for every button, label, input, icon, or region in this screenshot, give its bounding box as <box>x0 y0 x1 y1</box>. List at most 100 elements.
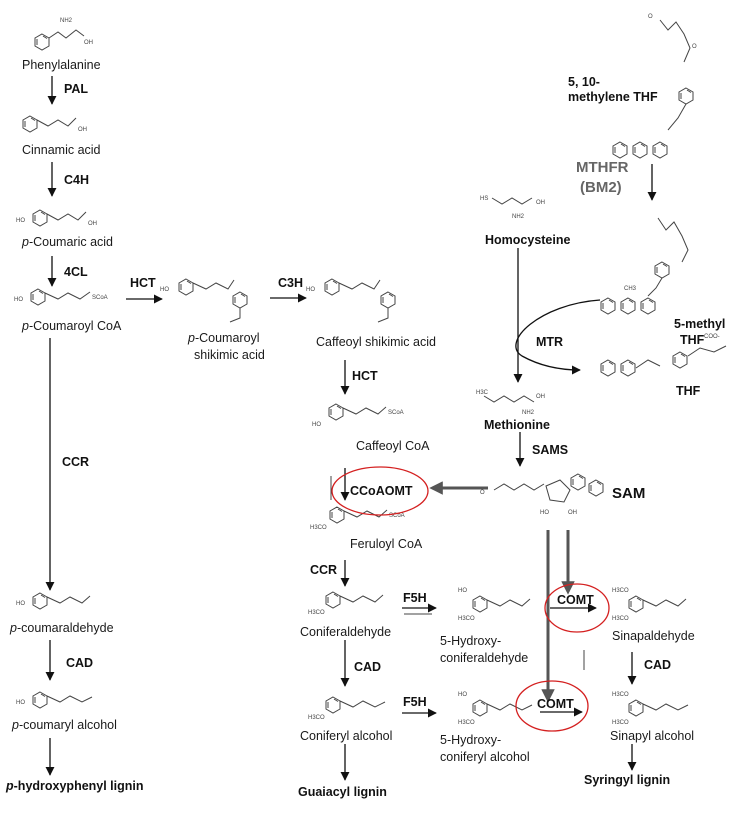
svg-text:SCoA: SCoA <box>92 295 108 301</box>
svg-text:HO: HO <box>458 692 467 698</box>
label-p-coumaryl-alcohol: p-coumaryl alcohol <box>11 718 117 732</box>
svg-text:OH: OH <box>88 221 97 227</box>
structure-feruloyl-coa: H3CO SCoA <box>310 506 405 531</box>
label-sinapyl-alcohol: Sinapyl alcohol <box>610 729 694 743</box>
label-p-coumaric-acid: p-Coumaric acid <box>21 235 113 249</box>
svg-text:H3CO: H3CO <box>458 616 475 622</box>
enzyme-4cl: 4CL <box>64 265 88 279</box>
structure-5-methyl-thf: CH3 <box>600 217 689 315</box>
enzyme-c4h: C4H <box>64 173 89 187</box>
svg-text:O: O <box>648 14 653 20</box>
enzyme-comt-1: COMT <box>557 593 594 607</box>
enzyme-ccr-2: CCR <box>310 563 337 577</box>
label-sinapaldehyde: Sinapaldehyde <box>612 629 695 643</box>
svg-text:O: O <box>480 490 485 496</box>
structure-hydroxy-coniferyl-alcohol: HO H3CO <box>458 692 533 726</box>
ccoaomt-highlight-ellipse <box>331 466 429 516</box>
enzyme-mthfr-bm2: (BM2) <box>580 179 622 196</box>
structure-phenylalanine: NH2 OH <box>34 18 93 51</box>
svg-text:H3CO: H3CO <box>612 692 629 698</box>
svg-text:SCoA: SCoA <box>388 410 404 416</box>
svg-text:HO: HO <box>540 510 549 516</box>
structure-p-coumaroyl-coa: HO SCoA <box>14 288 108 306</box>
enzyme-cad-3: CAD <box>644 658 671 672</box>
product-syringyl-lignin: Syringyl lignin <box>584 773 670 787</box>
svg-text:HO: HO <box>306 287 315 293</box>
svg-text:H3CO: H3CO <box>310 525 327 531</box>
enzyme-cad-1: CAD <box>354 660 381 674</box>
comt-highlight-ellipse-2 <box>515 680 589 732</box>
svg-text:NH2: NH2 <box>512 214 525 220</box>
label-hydroxy-coniferyl-alcohol-2: coniferyl alcohol <box>440 750 530 764</box>
enzyme-mthfr: MTHFR <box>576 159 629 176</box>
label-methionine: Methionine <box>484 418 550 432</box>
svg-text:H3CO: H3CO <box>458 720 475 726</box>
product-p-hydroxyphenyl-lignin: p-hydroxyphenyl lignin <box>5 779 144 793</box>
structure-methylene-thf: O O <box>612 14 697 159</box>
label-phenylalanine: Phenylalanine <box>22 58 101 72</box>
enzyme-pal: PAL <box>64 82 88 96</box>
enzyme-cad-2: CAD <box>66 656 93 670</box>
label-5-methyl-thf-1: 5-methyl <box>674 317 725 331</box>
svg-text:H3CO: H3CO <box>308 610 325 616</box>
svg-text:H3CO: H3CO <box>612 720 629 726</box>
label-coniferyl-alcohol: Coniferyl alcohol <box>300 729 392 743</box>
enzyme-ccr-1: CCR <box>62 455 89 469</box>
structure-p-coumaryl-alcohol: HO <box>16 691 93 709</box>
svg-text:H3CO: H3CO <box>308 715 325 721</box>
label-p-coumaroyl-shikimic-1: p-Coumaroyl <box>187 331 260 345</box>
product-guaiacyl-lignin: Guaiacyl lignin <box>298 785 387 799</box>
enzyme-hct-1: HCT <box>130 276 156 290</box>
structure-coniferaldehyde: H3CO <box>308 591 384 616</box>
svg-text:NH2: NH2 <box>522 410 535 416</box>
label-caffeoyl-shikimic-acid: Caffeoyl shikimic acid <box>316 335 436 349</box>
label-hydroxy-coniferyl-alcohol-1: 5-Hydroxy- <box>440 733 501 747</box>
label-sam: SAM <box>612 485 645 502</box>
svg-text:OH: OH <box>536 394 545 400</box>
structure-coniferyl-alcohol: H3CO <box>308 696 386 721</box>
enzyme-hct-2: HCT <box>352 369 378 383</box>
enzyme-mtr: MTR <box>536 335 563 349</box>
svg-text:HO: HO <box>16 218 25 224</box>
enzyme-ccoaomt: CCoAOMT <box>350 484 413 498</box>
label-methylene-thf-1: 5, 10- <box>568 75 600 89</box>
enzyme-sams: SAMS <box>532 443 568 457</box>
label-hydroxy-coniferaldehyde-2: coniferaldehyde <box>440 651 528 665</box>
structure-caffeoyl-shikimic: HO <box>306 278 396 323</box>
svg-text:HO: HO <box>458 588 467 594</box>
structure-p-coumaroyl-shikimic: HO <box>160 278 248 323</box>
structure-p-coumaraldehyde: HO <box>16 592 91 610</box>
label-homocysteine: Homocysteine <box>485 233 570 247</box>
svg-text:OH: OH <box>78 127 87 133</box>
structure-homocysteine: HS OH NH2 <box>480 196 545 220</box>
svg-text:OH: OH <box>536 200 545 206</box>
label-caffeoyl-coa: Caffeoyl CoA <box>356 439 430 453</box>
label-p-coumaraldehyde: p-coumaraldehyde <box>9 621 114 635</box>
svg-text:OH: OH <box>568 510 577 516</box>
svg-text:COO-: COO- <box>704 334 720 340</box>
label-hydroxy-coniferaldehyde-1: 5-Hydroxy- <box>440 634 501 648</box>
structure-hydroxy-coniferaldehyde: HO H3CO <box>458 588 531 622</box>
structure-sam: O HO OH <box>480 473 604 516</box>
label-thf: THF <box>676 384 701 398</box>
svg-text:H3CO: H3CO <box>612 588 629 594</box>
structure-methionine: H3C OH NH2 <box>476 390 545 416</box>
label-methylene-thf-2: methylene THF <box>568 90 658 104</box>
structure-caffeoyl-coa: HO SCoA <box>312 403 404 428</box>
svg-text:SCoA: SCoA <box>389 513 405 519</box>
svg-text:CH3: CH3 <box>624 286 637 292</box>
structure-sinapaldehyde: H3CO H3CO <box>612 588 687 622</box>
svg-text:HS: HS <box>480 196 488 202</box>
label-p-coumaroyl-shikimic-2: shikimic acid <box>194 348 265 362</box>
enzyme-comt-2: COMT <box>537 697 574 711</box>
label-coniferaldehyde: Coniferaldehyde <box>300 625 391 639</box>
svg-text:H3C: H3C <box>476 390 489 396</box>
label-cinnamic-acid: Cinnamic acid <box>22 143 101 157</box>
comt-highlight-ellipse-1 <box>544 583 610 633</box>
structure-p-coumaric-acid: HO OH <box>16 209 97 227</box>
enzyme-f5h-1: F5H <box>403 591 427 605</box>
enzyme-f5h-2: F5H <box>403 695 427 709</box>
structure-thf: COO- <box>600 334 727 377</box>
